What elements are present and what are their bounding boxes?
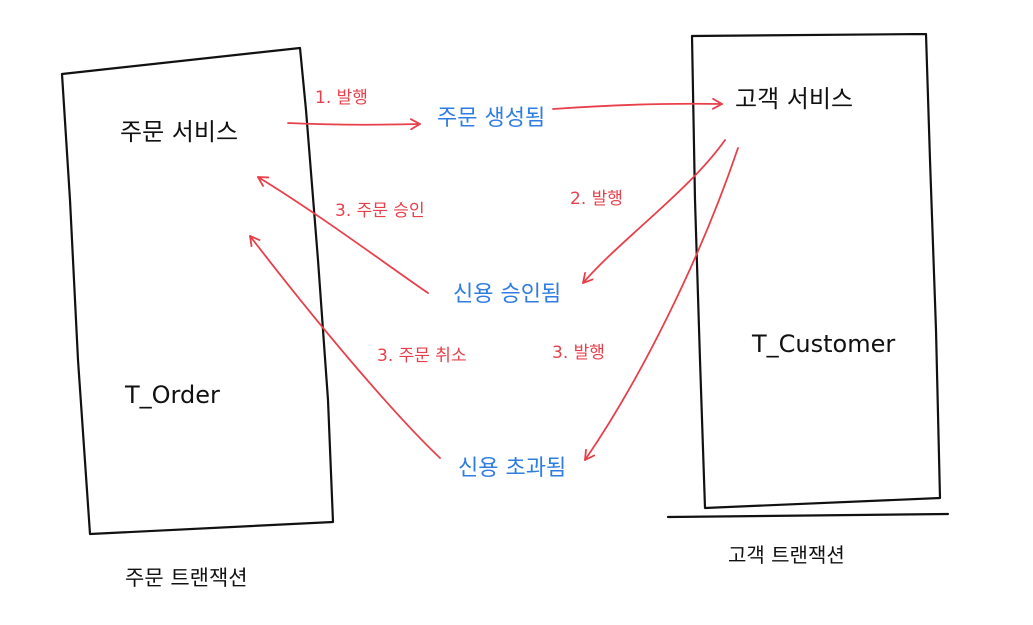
order-service-label: 주문 서비스 xyxy=(120,118,238,146)
customer-transaction-caption: 고객 트랜잭션 xyxy=(728,543,845,567)
order-service-box xyxy=(60,46,335,536)
arrow-order-to-event xyxy=(287,118,421,131)
arrow-customer-to-credit-exceeded xyxy=(584,147,739,461)
label-publish-credit-approved: 2. 발행 xyxy=(570,189,623,209)
label-publish-order-created: 1. 발행 xyxy=(315,88,368,108)
label-cancel-order: 3. 주문 취소 xyxy=(377,346,467,366)
order-table-label: T_Order xyxy=(124,381,220,409)
order-transaction-caption: 주문 트랜잭션 xyxy=(125,566,248,590)
customer-service-label: 고객 서비스 xyxy=(735,85,853,113)
customer-service-box xyxy=(666,32,950,519)
arrow-customer-to-credit-approved xyxy=(582,139,726,284)
event-credit-approved: 신용 승인됨 xyxy=(453,282,561,307)
arrow-event-to-customer xyxy=(552,97,723,110)
customer-table-label: T_Customer xyxy=(751,330,895,358)
label-publish-credit-exceeded: 3. 발행 xyxy=(552,343,605,363)
event-order-created: 주문 생성됨 xyxy=(437,106,545,131)
label-approve-order: 3. 주문 승인 xyxy=(335,201,425,221)
arrow-credit-approved-to-order xyxy=(257,176,429,294)
event-credit-exceeded: 신용 초과됨 xyxy=(458,456,566,481)
arrow-credit-exceeded-to-order xyxy=(249,235,441,459)
